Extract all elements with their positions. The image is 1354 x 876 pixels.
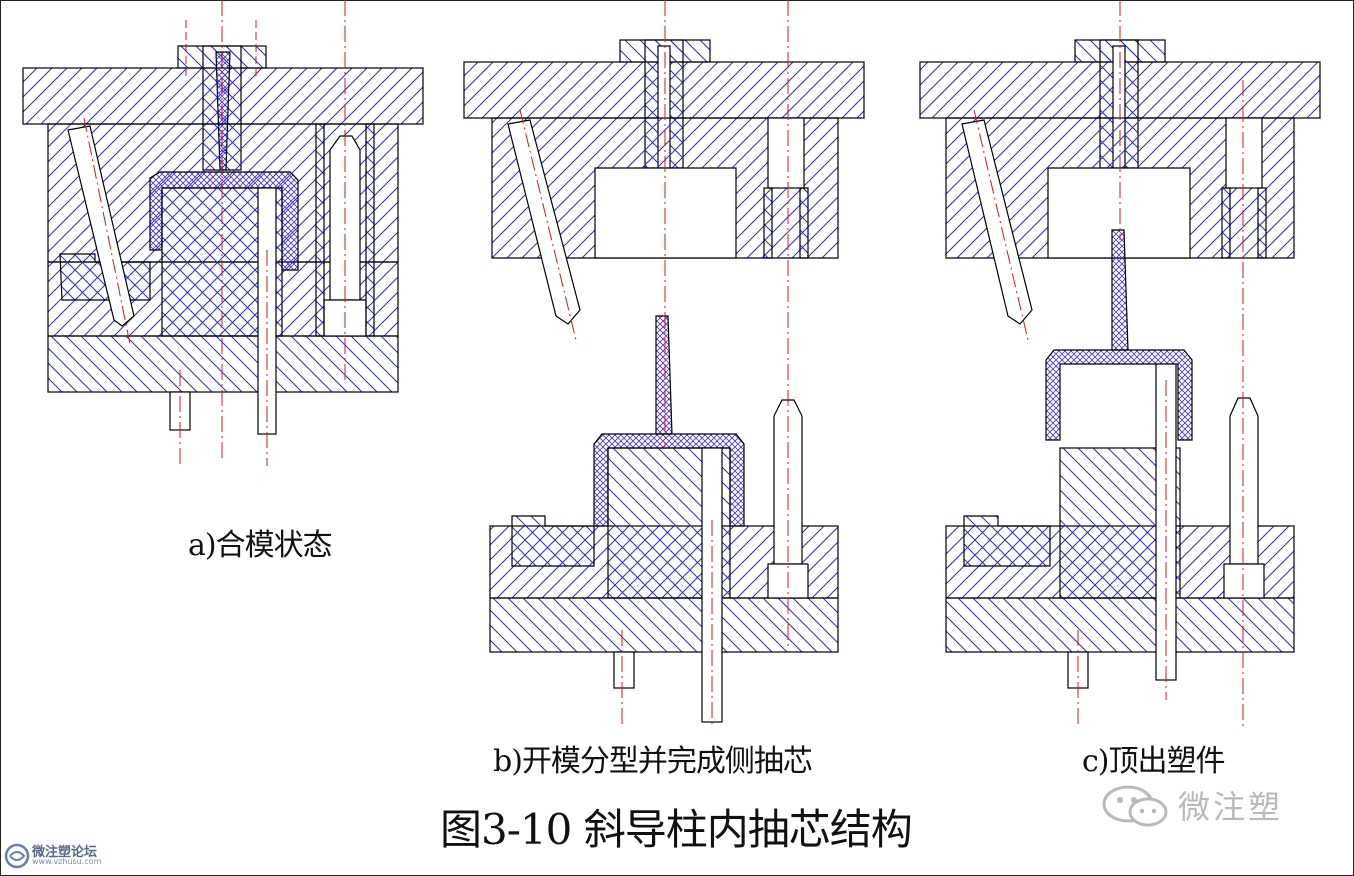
- watermark-text: 微注塑: [1178, 788, 1284, 826]
- caption-c: c)顶出塑件: [1082, 744, 1226, 779]
- forum-logo: 微注塑论坛 www.vzhusu.com: [4, 840, 124, 872]
- angle-pin: [67, 125, 135, 327]
- figure-title: 图3-10 斜导柱内抽芯结构: [440, 805, 913, 854]
- diagram-b-mold-open: [463, 0, 865, 726]
- forum-name: 微注塑论坛: [32, 845, 98, 860]
- caption-a: a)合模状态: [188, 528, 333, 563]
- bottom-plate: [945, 597, 1295, 653]
- plastic-part: [1045, 349, 1193, 441]
- bottom-plate: [489, 597, 839, 653]
- forum-url: www.vzhusu.com: [32, 857, 102, 866]
- diagram-a-closed-mold: [22, 0, 424, 466]
- swirl-logo-icon: [4, 843, 30, 869]
- wechat-bubble-icon: [1102, 785, 1168, 827]
- angle-pin: [961, 119, 1033, 325]
- caption-b: b)开模分型并完成侧抽芯: [493, 744, 813, 779]
- guide-pillar: [1229, 397, 1259, 565]
- bottom-plate: [47, 335, 399, 393]
- side-core: [963, 515, 1051, 567]
- ejector-rod: [613, 651, 635, 689]
- diagram-c-ejection: [919, 0, 1321, 726]
- angle-pin: [507, 119, 581, 325]
- cavity-opening: [1047, 167, 1191, 259]
- side-core: [511, 515, 595, 567]
